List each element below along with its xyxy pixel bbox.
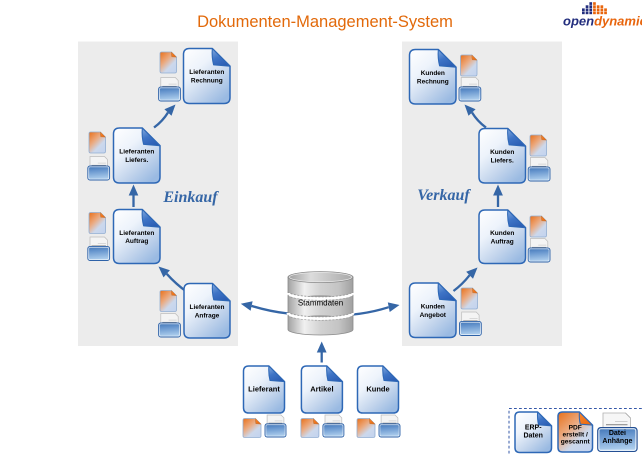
svg-text:gescannt: gescannt [561,439,591,446]
svg-text:Lieferant: Lieferant [248,384,280,393]
svg-text:Einkauf: Einkauf [162,189,219,206]
svg-text:ERP-: ERP- [525,424,542,431]
svg-text:Daten: Daten [523,432,542,439]
svg-text:erstellt /: erstellt / [563,432,588,439]
svg-text:Anfrage: Anfrage [195,312,220,319]
svg-text:Kunden: Kunden [421,70,445,77]
svg-text:Verkauf: Verkauf [417,187,471,204]
svg-text:Lieferanten: Lieferanten [189,69,224,76]
svg-text:Kunden: Kunden [490,149,514,156]
svg-text:Stammdaten: Stammdaten [298,299,343,308]
svg-text:Lieferanten: Lieferanten [119,149,154,156]
svg-text:Liefers.: Liefers. [491,157,514,164]
svg-text:Artikel: Artikel [310,384,333,393]
svg-text:Anhänge: Anhänge [602,438,632,445]
svg-text:Auftrag: Auftrag [491,238,514,245]
svg-text:opendynamic: opendynamic [563,14,642,29]
svg-text:Kunden: Kunden [490,230,514,237]
svg-text:Lieferanten: Lieferanten [119,230,154,237]
svg-text:Angebot: Angebot [420,312,447,319]
svg-text:Rechnung: Rechnung [191,78,223,85]
svg-text:Kunde: Kunde [366,384,389,393]
svg-text:Auftrag: Auftrag [125,238,148,245]
svg-text:Liefers.: Liefers. [125,157,148,164]
svg-text:Rechnung: Rechnung [417,78,449,85]
svg-text:PDF: PDF [569,424,582,431]
svg-text:Dokumenten-Management-System: Dokumenten-Management-System [197,13,453,31]
svg-text:Kunden: Kunden [421,304,445,311]
svg-text:Lieferanten: Lieferanten [189,304,224,311]
svg-text:Datei: Datei [609,430,626,437]
